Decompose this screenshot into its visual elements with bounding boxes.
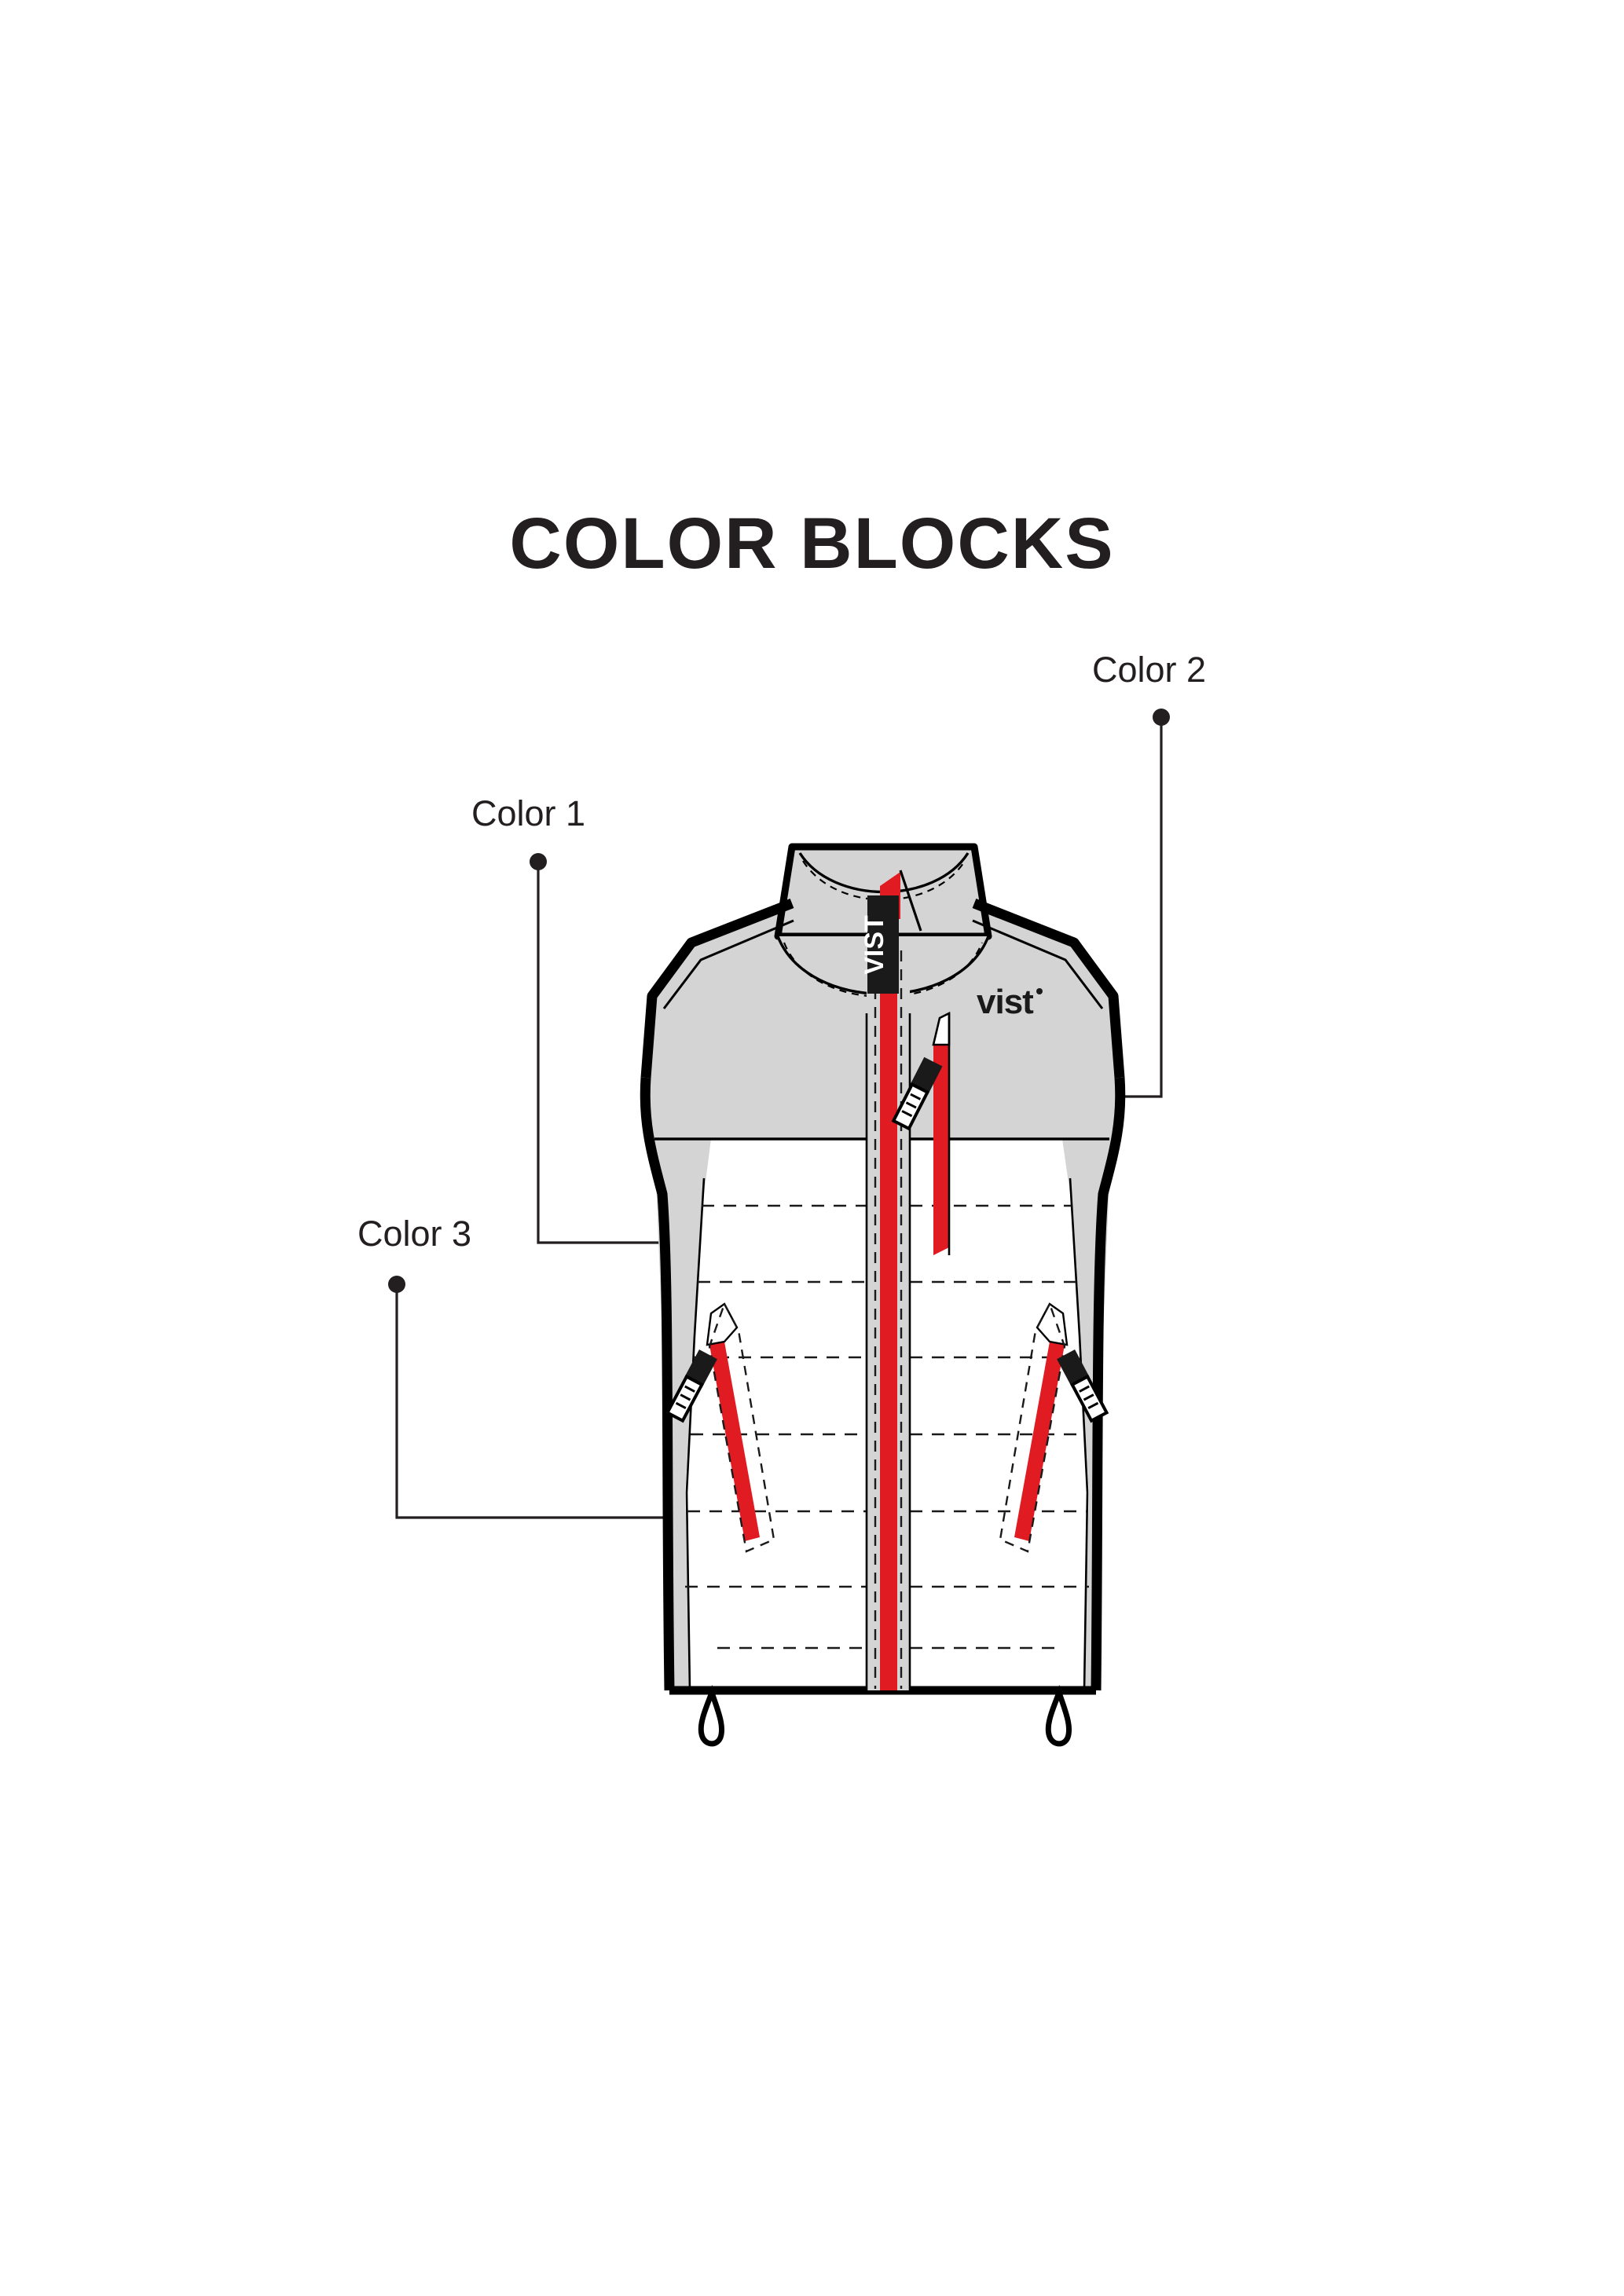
dot-marker-color-3: [388, 1276, 405, 1293]
leader-line-color-1: [537, 864, 717, 1244]
vest-outer-outline: [640, 898, 1126, 1691]
page-title: COLOR BLOCKS: [509, 504, 1115, 584]
chest-pocket-zipper-tape[interactable]: [933, 1045, 949, 1255]
hand-pocket-left-outline: [708, 1302, 775, 1553]
center-front-zipper-tape[interactable]: [880, 886, 897, 1690]
zipper-garage-leader: [899, 870, 922, 932]
callout-label-color-1: Color 1: [471, 793, 586, 833]
placket-topstitch: [874, 950, 903, 1689]
dot-marker-color-1: [530, 853, 547, 870]
callout-label-color-3: Color 3: [357, 1214, 472, 1254]
hand-pocket-left-welt: [706, 1302, 739, 1346]
zipper-garage-tab[interactable]: [867, 895, 899, 994]
drawcord-loop-right: [1045, 1685, 1072, 1747]
zipper-garage-label: VIST: [860, 915, 889, 975]
hand-pocket-right-zipper-tape[interactable]: [1014, 1342, 1065, 1541]
brand-logo-vist: vist: [977, 983, 1034, 1021]
brand-logo-dot: [1036, 988, 1043, 994]
drawcord-loop-left: [698, 1685, 725, 1747]
front-panel-left-white-fill: [685, 1139, 867, 1690]
chest-pocket-zipper-pull[interactable]: [891, 1056, 943, 1131]
callout-label-color-2: Color 2: [1092, 650, 1207, 690]
hand-pocket-left-zipper-pull[interactable]: [665, 1349, 717, 1423]
hand-pocket-right-welt: [1036, 1302, 1069, 1346]
hand-pocket-right-outline: [999, 1302, 1066, 1553]
front-panel-right-white-fill: [910, 1139, 1089, 1690]
side-panel-seams: [685, 1177, 1089, 1691]
hand-pocket-right-zipper-pull[interactable]: [1057, 1349, 1109, 1423]
dot-marker-color-2: [1153, 709, 1170, 726]
hand-pocket-left-zipper-tape[interactable]: [709, 1342, 760, 1541]
leader-dots: [388, 709, 1170, 1293]
shoulder-seams: [662, 919, 1104, 1009]
